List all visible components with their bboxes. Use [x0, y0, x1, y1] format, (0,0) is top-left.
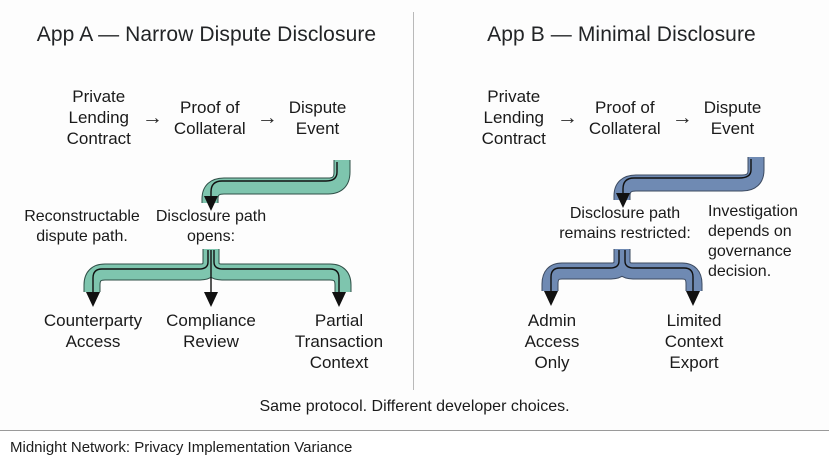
flow-node-proof-of-collateral: Proof of Collateral: [173, 97, 246, 138]
blue-fanout-arrows: [541, 249, 703, 306]
green-elbow-arrow: [201, 160, 351, 211]
panel-b-title: App B — Minimal Disclosure: [487, 23, 756, 46]
flow-arrow-icon-2: →: [256, 106, 278, 129]
flow-node-proof-of-collateral: Proof of Collateral: [588, 97, 661, 138]
footer-bar: Midnight Network: Privacy Implementation…: [0, 431, 829, 463]
blue-elbow-arrow: [613, 157, 765, 208]
flow-node-dispute-event: Dispute Event: [703, 97, 762, 138]
leaf-counterparty-access: Counterparty Access: [43, 311, 143, 351]
flow-node-dispute-event: Dispute Event: [288, 97, 347, 138]
flow-arrow-icon-1: →: [141, 106, 163, 129]
footer-divider: [0, 430, 829, 431]
leaf-limited-context-export: Limited Context Export: [664, 311, 724, 372]
panel-app-a: App A — Narrow Dispute Disclosure: [0, 0, 413, 392]
label-disclosure-path-opens: Disclosure path opens:: [155, 208, 267, 245]
panel-app-b: App B — Minimal Disclosure: [414, 0, 829, 392]
panel-b-flow-row: Private Lending Contract → Proof of Coll…: [414, 86, 829, 149]
figure-caption: Same protocol. Different developer choic…: [259, 398, 570, 415]
panel-divider: [413, 12, 414, 390]
panel-a-title: App A — Narrow Dispute Disclosure: [36, 23, 377, 46]
footer-title: Midnight Network: Privacy Implementation…: [10, 438, 353, 456]
label-investigation-depends-on-governance-decision: Investigation depends on governance deci…: [708, 203, 798, 280]
label-disclosure-path-remains-restricted: Disclosure path remains restricted:: [559, 205, 691, 242]
flow-node-private-lending-contract: Private Lending Contract: [481, 87, 546, 148]
label-reconstructable-dispute-path: Reconstructable dispute path.: [24, 208, 140, 245]
panel-a-flow-row: Private Lending Contract → Proof of Coll…: [0, 86, 413, 149]
leaf-partial-transaction-context: Partial Transaction Context: [294, 311, 384, 372]
flow-node-private-lending-contract: Private Lending Contract: [66, 87, 131, 148]
leaf-compliance-review: Compliance Review: [166, 311, 256, 351]
green-fanout-arrows: [83, 249, 352, 307]
flow-arrow-icon-1: →: [556, 106, 578, 129]
flow-arrow-icon-2: →: [671, 106, 693, 129]
panel-b-arrow-layer: [541, 157, 765, 306]
leaf-admin-access-only: Admin Access Only: [524, 311, 580, 372]
